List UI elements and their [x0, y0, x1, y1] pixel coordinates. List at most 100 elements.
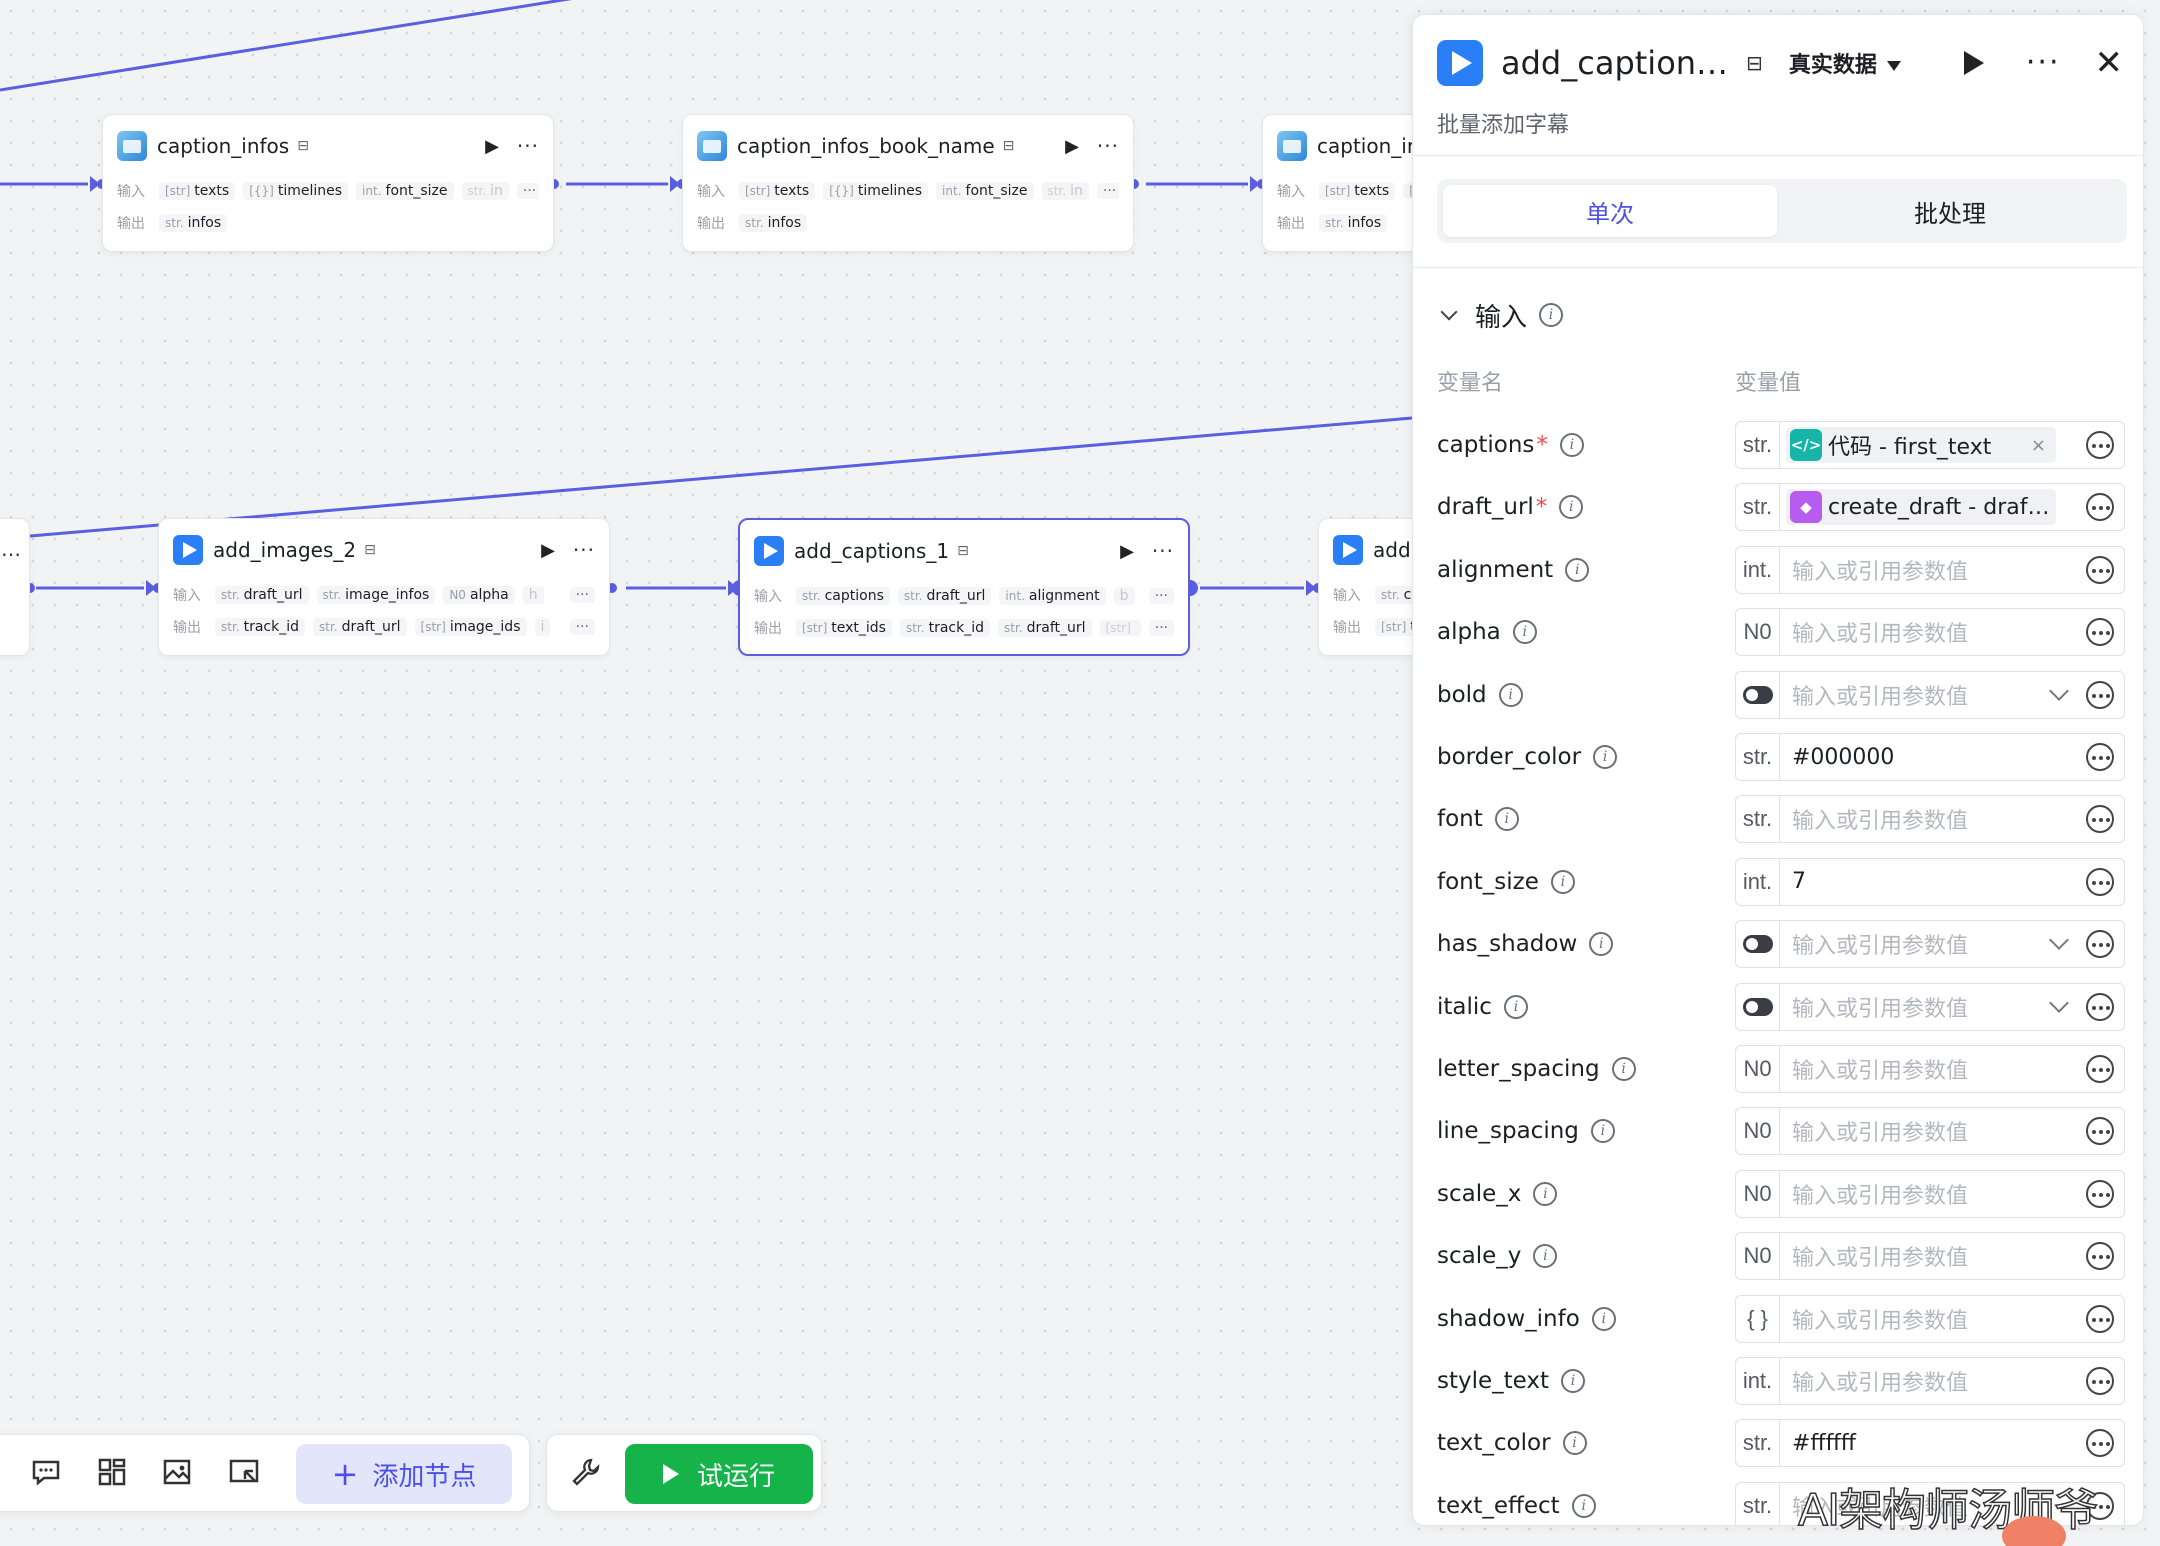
info-icon[interactable]: i — [1561, 1369, 1586, 1393]
param-value-input[interactable]: 输入或引用参数值 — [1792, 1371, 1969, 1396]
reference-picker-icon[interactable] — [2086, 1304, 2114, 1333]
info-icon[interactable]: i — [1550, 869, 1575, 894]
info-icon[interactable]: i — [1591, 1306, 1616, 1331]
more-icon[interactable]: ··· — [572, 538, 595, 562]
param-value-input[interactable]: 输入或引用参数值 — [1792, 934, 1969, 960]
reference-picker-icon[interactable] — [2086, 618, 2114, 647]
type-badge[interactable]: int. — [1736, 1358, 1780, 1404]
param-field[interactable]: str.输入或引用参数值 — [1735, 795, 2125, 844]
reference-picker-icon[interactable] — [2086, 1491, 2114, 1520]
reference-picker-icon[interactable] — [2086, 493, 2114, 522]
run-node-icon[interactable]: ▶ — [485, 135, 499, 157]
param-field[interactable]: int.输入或引用参数值 — [1735, 545, 2125, 594]
comment-icon[interactable] — [29, 1455, 63, 1489]
type-badge[interactable]: N0 — [1736, 1046, 1780, 1092]
param-field[interactable]: int. 7 — [1735, 857, 2125, 906]
more-icon[interactable]: … — [1, 537, 21, 561]
more-inputs-icon[interactable]: ··· — [1148, 588, 1174, 604]
more-outputs-icon[interactable]: ··· — [1148, 620, 1174, 636]
reference-picker-icon[interactable] — [2086, 431, 2114, 459]
reference-picker-icon[interactable] — [2086, 930, 2114, 959]
chevron-down-icon[interactable] — [2049, 680, 2069, 701]
param-value-input[interactable]: #000000 — [1792, 744, 1895, 770]
type-badge[interactable]: { } — [1736, 1295, 1780, 1342]
run-node-icon[interactable]: ▶ — [1120, 540, 1134, 562]
type-badge[interactable]: str. — [1736, 734, 1780, 780]
param-field[interactable]: 输入或引用参数值 — [1735, 920, 2125, 969]
param-field[interactable]: str.◆create_draft - draf…× — [1735, 483, 2125, 532]
remove-icon[interactable]: × — [2049, 497, 2056, 518]
reference-chip[interactable]: ◆create_draft - draf…× — [1786, 489, 2056, 526]
more-icon[interactable]: ··· — [2025, 45, 2061, 80]
grid-icon[interactable] — [95, 1455, 129, 1489]
info-icon[interactable]: i — [1512, 620, 1537, 645]
param-value-input[interactable]: 输入或引用参数值 — [1792, 996, 1969, 1022]
param-field[interactable]: str.</>代码 - first_text× — [1735, 421, 2125, 469]
param-field[interactable]: str. #ffffff — [1735, 1419, 2125, 1468]
type-badge[interactable]: str. — [1736, 1420, 1780, 1467]
type-badge[interactable]: str. — [1736, 1482, 1780, 1525]
param-field[interactable]: N0 输入或引用参数值 — [1735, 1045, 2125, 1093]
more-outputs-icon[interactable]: ··· — [569, 619, 595, 635]
more-inputs-icon[interactable]: ··· — [569, 587, 595, 603]
param-field[interactable]: str. 输入或引用参数值 — [1735, 1481, 2125, 1525]
reference-picker-icon[interactable] — [2086, 1179, 2114, 1208]
minimap-icon[interactable] — [227, 1455, 261, 1489]
param-field[interactable]: int. 输入或引用参数值 — [1735, 1357, 2125, 1405]
info-icon[interactable]: i — [1498, 682, 1523, 707]
type-badge[interactable]: N0 — [1736, 1170, 1780, 1217]
info-icon[interactable]: i — [1533, 1244, 1558, 1269]
param-value-input[interactable]: 输入或引用参数值 — [1792, 684, 1969, 710]
reference-picker-icon[interactable] — [2086, 867, 2114, 896]
param-value-input[interactable]: 7 — [1792, 869, 1806, 895]
type-toggle-icon[interactable] — [1736, 671, 1780, 718]
info-icon[interactable]: i — [1571, 1493, 1596, 1518]
param-value-input[interactable]: 输入或引用参数值 — [1792, 1059, 1969, 1084]
node-left-partial[interactable]: … — [0, 518, 30, 656]
wrench-icon[interactable] — [569, 1455, 603, 1489]
node-caption-infos[interactable]: caption_infos ⊟ ▶ ··· 输入 [str]texts [{}]… — [102, 114, 554, 252]
param-value-input[interactable]: #ffffff — [1792, 1430, 1856, 1456]
panel-title[interactable]: add_caption… — [1501, 44, 1729, 82]
more-icon[interactable]: ··· — [1096, 134, 1119, 158]
node-caption-infos-book-name[interactable]: caption_infos_book_name ⊟ ▶ ··· 输入 [str]… — [682, 114, 1134, 252]
type-badge[interactable]: str. — [1736, 796, 1780, 843]
param-field[interactable]: 输入或引用参数值 — [1735, 982, 2125, 1031]
type-badge[interactable]: int. — [1736, 858, 1780, 905]
type-badge[interactable]: N0 — [1736, 609, 1780, 656]
type-badge[interactable]: str. — [1736, 484, 1780, 531]
reference-picker-icon[interactable] — [2086, 1367, 2114, 1395]
info-icon[interactable]: i — [1593, 745, 1618, 769]
param-field[interactable]: N0 输入或引用参数值 — [1735, 1107, 2125, 1156]
reference-picker-icon[interactable] — [2086, 1429, 2114, 1458]
info-icon[interactable]: i — [1559, 433, 1584, 457]
param-value-input[interactable]: 输入或引用参数值 — [1792, 1246, 1969, 1272]
param-value-input[interactable]: 输入或引用参数值 — [1792, 1495, 1969, 1521]
more-inputs-icon[interactable]: ··· — [516, 183, 539, 199]
type-badge[interactable]: N0 — [1736, 1233, 1780, 1280]
info-icon[interactable]: i — [1559, 495, 1584, 520]
reference-picker-icon[interactable] — [2086, 680, 2114, 709]
node-add-captions-1[interactable]: add_captions_1 ⊟ ▶ ··· 输入 str.captions s… — [738, 518, 1190, 656]
more-icon[interactable]: ··· — [1151, 539, 1174, 563]
param-field[interactable]: str. #000000 — [1735, 733, 2125, 781]
node-add-images-2[interactable]: add_images_2 ⊟ ▶ ··· 输入 str.draft_url st… — [158, 518, 610, 656]
reference-picker-icon[interactable] — [2086, 1117, 2114, 1146]
run-node-icon[interactable]: ▶ — [541, 539, 555, 561]
run-node-icon[interactable]: ▶ — [1065, 135, 1079, 157]
param-field[interactable]: 输入或引用参数值 — [1735, 670, 2125, 719]
type-badge[interactable]: int. — [1736, 546, 1780, 593]
chevron-down-icon[interactable] — [2049, 930, 2069, 951]
param-value-input[interactable]: 输入或引用参数值 — [1792, 622, 1969, 648]
input-section-header[interactable]: 输入 i — [1437, 297, 1564, 333]
test-run-button[interactable]: 试运行 — [625, 1444, 813, 1504]
param-field[interactable]: { }输入或引用参数值 — [1735, 1294, 2125, 1343]
info-icon[interactable]: i — [1539, 303, 1564, 327]
data-mode-dropdown[interactable]: 真实数据 — [1789, 47, 1901, 79]
param-value-input[interactable]: 输入或引用参数值 — [1792, 1121, 1969, 1147]
type-badge[interactable]: N0 — [1736, 1108, 1780, 1155]
info-icon[interactable]: i — [1565, 557, 1590, 582]
more-icon[interactable]: ··· — [516, 134, 539, 158]
param-field[interactable]: N0 输入或引用参数值 — [1735, 1232, 2125, 1281]
